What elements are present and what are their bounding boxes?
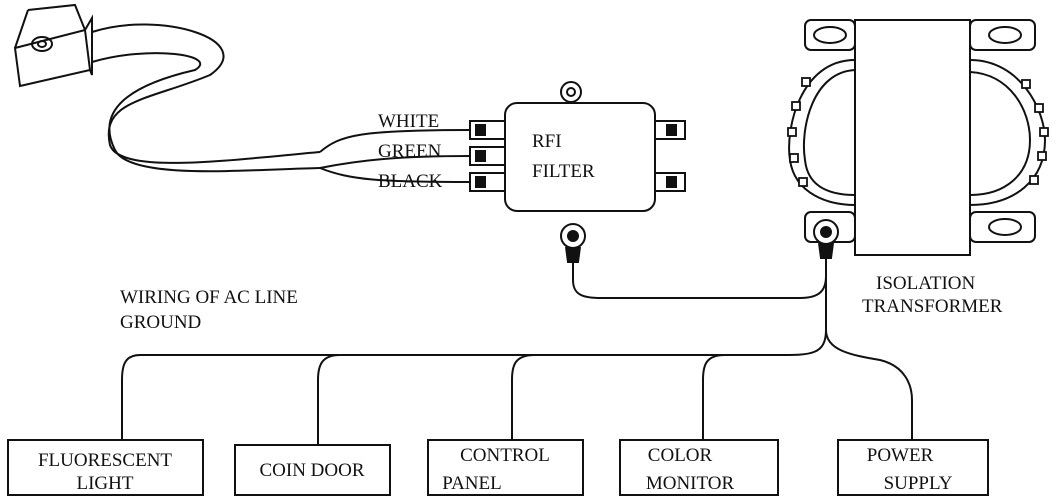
caption-line2: GROUND: [120, 312, 201, 333]
isolation-transformer: [787, 19, 1049, 259]
box-power-supply: [837, 439, 989, 496]
box-label-monitor-line1: COLOR: [648, 445, 713, 466]
box-label-power-line2: SUPPLY: [884, 473, 953, 494]
transformer-label-line2: TRANSFORMER: [862, 296, 1003, 317]
filter-label-line1: RFI: [532, 131, 562, 152]
box-color-monitor: [619, 439, 779, 496]
wire-label-black: BLACK: [378, 171, 443, 192]
ground-bus: [121, 258, 913, 445]
caption-line1: WIRING OF AC LINE: [120, 287, 298, 308]
rfi-filter: [469, 81, 686, 263]
box-label-fluorescent-line1: FLUORESCENT: [38, 450, 172, 471]
filter-label-line2: FILTER: [532, 161, 595, 182]
box-label-coin-door: COIN DOOR: [259, 460, 364, 481]
wire-label-green: GREEN: [378, 141, 442, 162]
box-label-monitor-line2: MONITOR: [646, 473, 735, 494]
box-label-power-line1: POWER: [867, 445, 934, 466]
wire-label-white: WHITE: [378, 111, 439, 132]
transformer-label-line1: ISOLATION: [876, 273, 975, 294]
box-coin-door: [234, 444, 391, 496]
box-label-control-line1: CONTROL: [460, 445, 550, 466]
ac-plug-icon: [13, 3, 93, 88]
box-label-fluorescent-line2: LIGHT: [77, 473, 134, 494]
ground-wire-filter: [572, 262, 827, 300]
filter-wires: [319, 129, 471, 183]
box-fluorescent-light: [7, 439, 204, 496]
box-control-panel: [427, 439, 584, 496]
ac-cord: [91, 23, 321, 173]
box-label-control-line2: PANEL: [442, 473, 501, 494]
